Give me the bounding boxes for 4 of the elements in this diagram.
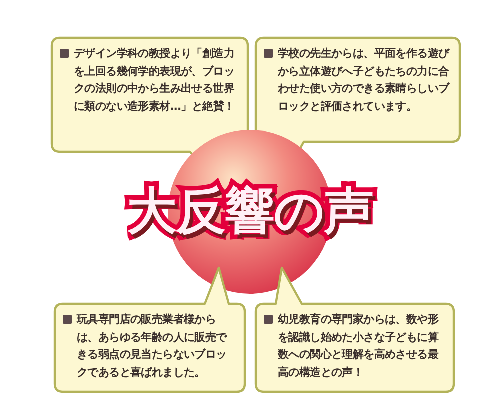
- quote-text: 幼児教育の専門家からは、数や形を認識し始めた小さな子どもに算数への関心と理解を高めさせる最高の構造との声！: [278, 312, 440, 380]
- quote-text: デザイン学科の教授より「創造力を上回る幾何学的表現が、ブロックの法則の中から生み出せる世界に類のない造形素材…」と絶賛！: [74, 46, 236, 114]
- quote-text: 玩具専門店の販売業者様からは、あらゆる年齢の人に販売できる弱点の見当たらないブロックであると喜ばれました。: [77, 312, 228, 380]
- quote-text: 学校の先生からは、平面を作る遊びから立体遊びへ子どもたちの力に合わせた使い方のできる素晴らしいブロックと評価されています。: [278, 46, 451, 114]
